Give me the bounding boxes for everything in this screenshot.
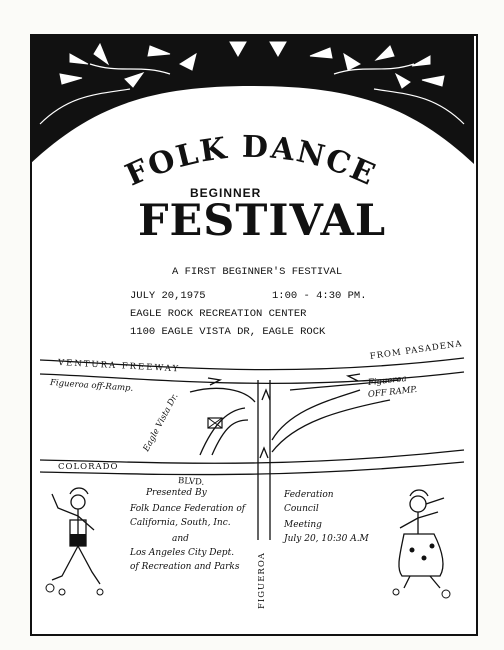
presented-line5: Los Angeles City Dept. [130,548,235,558]
presented-line6: of Recreation and Parks [130,562,240,572]
presented-line2: Folk Dance Federation of [130,504,246,514]
male-dancer-illustration [45,487,104,596]
venue-marker-icon [207,417,223,429]
female-dancer-illustration [392,489,451,599]
map-blvd-label: BLVD. [177,476,205,488]
venue-address: 1100 EAGLE VISTA DR, EAGLE ROCK [130,326,326,338]
festival-heading: FESTIVAL [138,196,387,246]
folk-dance-title: FOLK DANCE [122,134,380,192]
subtitle: A FIRST BEGINNER'S FESTIVAL [172,266,343,278]
map-figueroa-label: FIGUEROA [257,552,267,609]
venue-name: EAGLE ROCK RECREATION CENTER [130,308,307,320]
title-line1: FOLK DANCE [122,134,380,192]
svg-text:FOLK DANCE: FOLK DANCE [122,134,380,192]
presented-line1: Presented By [146,488,207,498]
event-time: 1:00 - 4:30 PM. [272,290,367,302]
presented-line3: California, South, Inc. [130,518,231,528]
council-line4: July 20, 10:30 A.M [284,534,369,544]
event-date: JULY 20,1975 [130,290,206,302]
beginner-label: BEGINNER [190,186,262,200]
directions-map [39,357,465,540]
map-colorado-label: COLORADO [58,462,119,472]
council-line3: Meeting [284,520,322,530]
council-line2: Council [284,504,319,514]
presented-line4: and [172,534,189,544]
council-line1: Federation [284,490,334,500]
foliage-arch-illustration [30,34,474,164]
